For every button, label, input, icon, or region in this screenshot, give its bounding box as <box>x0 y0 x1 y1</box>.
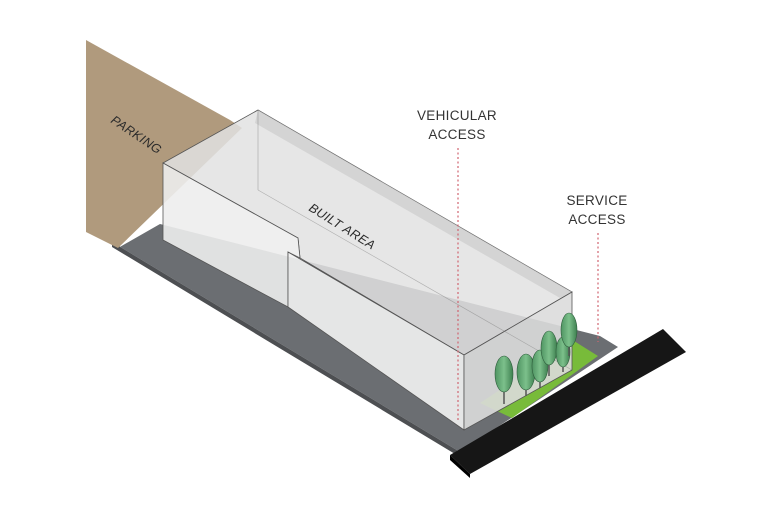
service-access-label-line1: SERVICE <box>566 193 627 208</box>
building-roof-shade <box>255 110 572 298</box>
building-back-edge-2 <box>257 189 573 371</box>
parking-surface <box>86 40 242 248</box>
vehicular-access-label-line1: VEHICULAR <box>417 108 497 123</box>
built-area-volume: BUILT AREA <box>162 109 573 431</box>
trees <box>494 312 578 404</box>
parking-area: PARKING <box>86 40 242 248</box>
tree <box>494 355 514 404</box>
service-access: SERVICE ACCESS <box>566 193 627 342</box>
tree <box>540 330 558 376</box>
service-access-label-line2: ACCESS <box>568 212 625 227</box>
tree <box>560 312 578 356</box>
vehicular-access-label-line2: ACCESS <box>428 127 485 142</box>
ground-slab-edge <box>112 242 460 457</box>
road-surface <box>450 329 686 474</box>
road <box>450 329 686 478</box>
road-edge <box>450 455 470 478</box>
vehicular-access: VEHICULAR ACCESS <box>417 108 497 420</box>
tree <box>516 353 536 396</box>
